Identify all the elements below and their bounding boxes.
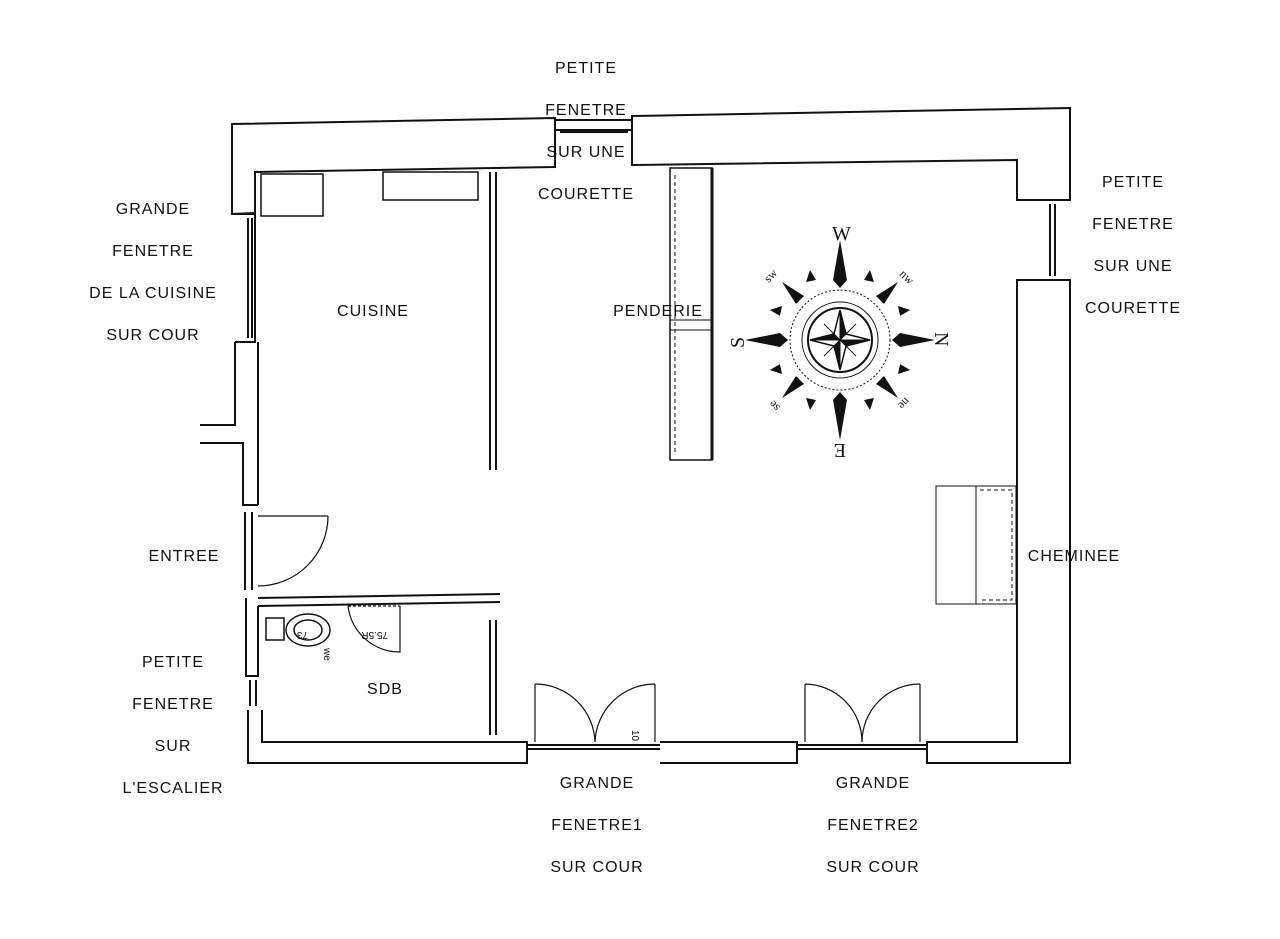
compass-top-right: nw <box>897 267 918 288</box>
compass-bottom-right: ne <box>895 395 913 413</box>
svg-text:DE LA CUISINE: DE LA CUISINE <box>89 285 217 302</box>
dim-wc-c: we <box>321 647 332 661</box>
room-kitchen: CUISINE <box>337 303 409 320</box>
label-window1: GRANDE FENETRE1 SUR COUR <box>550 775 643 876</box>
label-fireplace: CHEMINEE <box>1028 548 1120 565</box>
dim-wc-a: 73 <box>296 629 308 640</box>
dim-wc-b: 75.5R <box>361 629 388 640</box>
label-right-window: PETITE FENETRE SUR UNE COURETTE <box>1085 174 1181 317</box>
room-bathroom: SDB <box>367 681 403 698</box>
svg-text:SUR: SUR <box>155 738 192 755</box>
svg-text:SUR COUR: SUR COUR <box>106 327 199 344</box>
svg-text:PETITE: PETITE <box>555 60 617 77</box>
svg-text:FENETRE2: FENETRE2 <box>827 817 919 834</box>
svg-text:COURETTE: COURETTE <box>1085 300 1181 317</box>
svg-text:FENETRE: FENETRE <box>112 243 194 260</box>
label-entry: ENTREE <box>149 548 220 565</box>
door-swings <box>257 515 921 743</box>
room-wardrobe: PENDERIE <box>613 303 703 320</box>
svg-text:PETITE: PETITE <box>142 654 204 671</box>
label-stair-window: PETITE FENETRE SUR L'ESCALIER <box>122 654 223 797</box>
label-top-window: PETITE FENETRE SUR UNE COURETTE <box>538 60 634 203</box>
compass-right: N <box>930 332 952 346</box>
svg-text:COURETTE: COURETTE <box>538 186 634 203</box>
compass-left: S <box>727 337 749 348</box>
compass-rose: W N E S sw nw ne se <box>727 223 952 461</box>
compass-top: W <box>832 223 851 245</box>
svg-text:SUR COUR: SUR COUR <box>826 859 919 876</box>
svg-text:FENETRE: FENETRE <box>132 696 214 713</box>
svg-text:FENETRE1: FENETRE1 <box>551 817 643 834</box>
compass-top-left: sw <box>761 266 781 286</box>
svg-text:SUR UNE: SUR UNE <box>1093 258 1172 275</box>
svg-text:GRANDE: GRANDE <box>116 201 190 218</box>
svg-text:FENETRE: FENETRE <box>1092 216 1174 233</box>
svg-text:PETITE: PETITE <box>1102 174 1164 191</box>
svg-text:GRANDE: GRANDE <box>836 775 910 792</box>
outer-walls <box>200 106 1071 764</box>
toilet <box>265 613 331 647</box>
label-window2: GRANDE FENETRE2 SUR COUR <box>826 775 919 876</box>
svg-text:FENETRE: FENETRE <box>545 102 627 119</box>
compass-bottom-left: se <box>766 398 783 415</box>
label-kitchen-window: GRANDE FENETRE DE LA CUISINE SUR COUR <box>89 201 217 344</box>
svg-text:SUR UNE: SUR UNE <box>546 144 625 161</box>
svg-text:GRANDE: GRANDE <box>560 775 634 792</box>
compass-bottom: E <box>834 439 846 461</box>
svg-text:L'ESCALIER: L'ESCALIER <box>122 780 223 797</box>
svg-text:SUR COUR: SUR COUR <box>550 859 643 876</box>
dim-door-gap: 10 <box>629 730 640 742</box>
interior-walls <box>257 167 1017 735</box>
